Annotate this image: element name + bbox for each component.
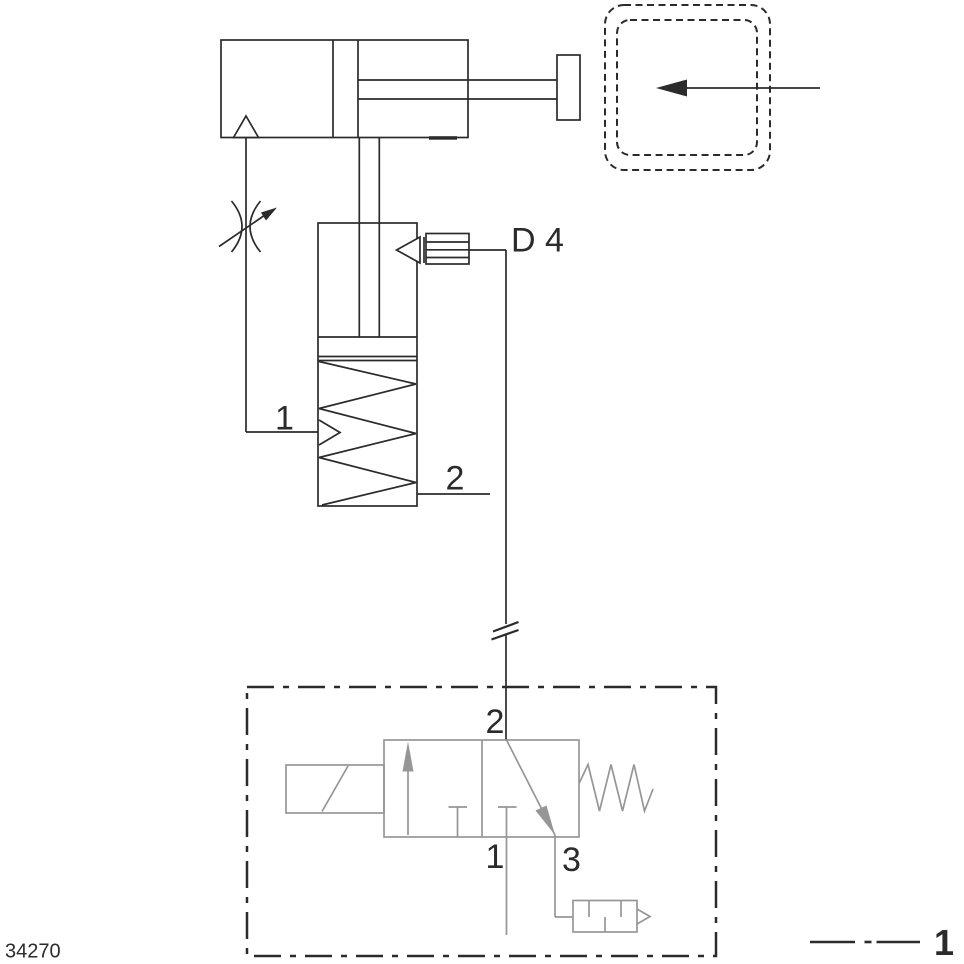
- lock-body: [317, 222, 418, 507]
- stopper-cylinder-symbol: [220, 39, 581, 139]
- rod-end-plate: [556, 54, 581, 121]
- line-break-symbol: [491, 620, 519, 641]
- label-layer: D 4 1 2 2 1 3 34270 1: [5, 222, 954, 964]
- black-fill-layer: [261, 79, 687, 221]
- black-line-layer: [218, 4, 920, 958]
- lock-piston: [318, 336, 417, 362]
- pilot-tube-line: [469, 249, 507, 740]
- legend-item-number: 1: [934, 922, 954, 963]
- fitting-barb-body: [425, 232, 470, 265]
- figure-number: 34270: [5, 941, 61, 963]
- valve-port-3-label: 3: [562, 841, 581, 879]
- silencer-slots: [588, 900, 622, 932]
- cushion-triangle-icon: [232, 114, 260, 139]
- assembly-boundary-box: [245, 685, 718, 958]
- port-1-chevron-icon: [318, 419, 342, 446]
- flow-diagonal-arrowhead-icon: [535, 805, 555, 835]
- silencer-symbol: [572, 899, 652, 933]
- lock-port-2-label: 2: [446, 460, 465, 498]
- throttle-arrowhead-icon: [261, 207, 277, 221]
- piston-rod: [358, 79, 557, 100]
- return-spring-icon: [578, 761, 654, 814]
- throttle-valve-symbol: [218, 137, 269, 432]
- fitting-barb-ribs: [426, 241, 469, 259]
- motion-arrowhead-icon: [656, 79, 687, 97]
- cylinder-barrel: [220, 39, 469, 139]
- cylinder-sensor-mark: [429, 136, 457, 140]
- break-slash-lower: [491, 628, 519, 641]
- valve-port-1-label: 1: [486, 838, 505, 876]
- valve-port-2-label: 2: [486, 703, 505, 741]
- cylinder-piston: [332, 40, 359, 138]
- silencer-outlet-triangle-icon: [636, 908, 652, 925]
- throttle-adjust-arrow-shaft: [218, 212, 269, 248]
- quick-connect-fitting-symbol: [394, 232, 470, 265]
- blocked-port-tee-left-icon: [448, 806, 467, 837]
- solenoid-valve-3-2-symbol: [285, 739, 654, 935]
- blocked-port-tee-right-icon: [498, 806, 517, 837]
- exhaust-port-3-line: [554, 835, 573, 918]
- fitting-triangle-icon: [394, 235, 421, 265]
- throttle-arc-left: [230, 200, 243, 253]
- throttle-arc-right: [249, 200, 262, 253]
- flow-up-arrowhead-icon: [402, 741, 414, 772]
- gray-fill-layer: [402, 741, 555, 835]
- fitting-label: D 4: [511, 222, 564, 260]
- lock-port-1-label: 1: [275, 400, 294, 438]
- solenoid-diagonal: [321, 765, 349, 812]
- break-slash-upper: [492, 620, 519, 633]
- lock-spring-icon: [318, 360, 417, 506]
- lock-rod: [358, 137, 381, 337]
- spring-lock-unit-symbol: [317, 137, 490, 507]
